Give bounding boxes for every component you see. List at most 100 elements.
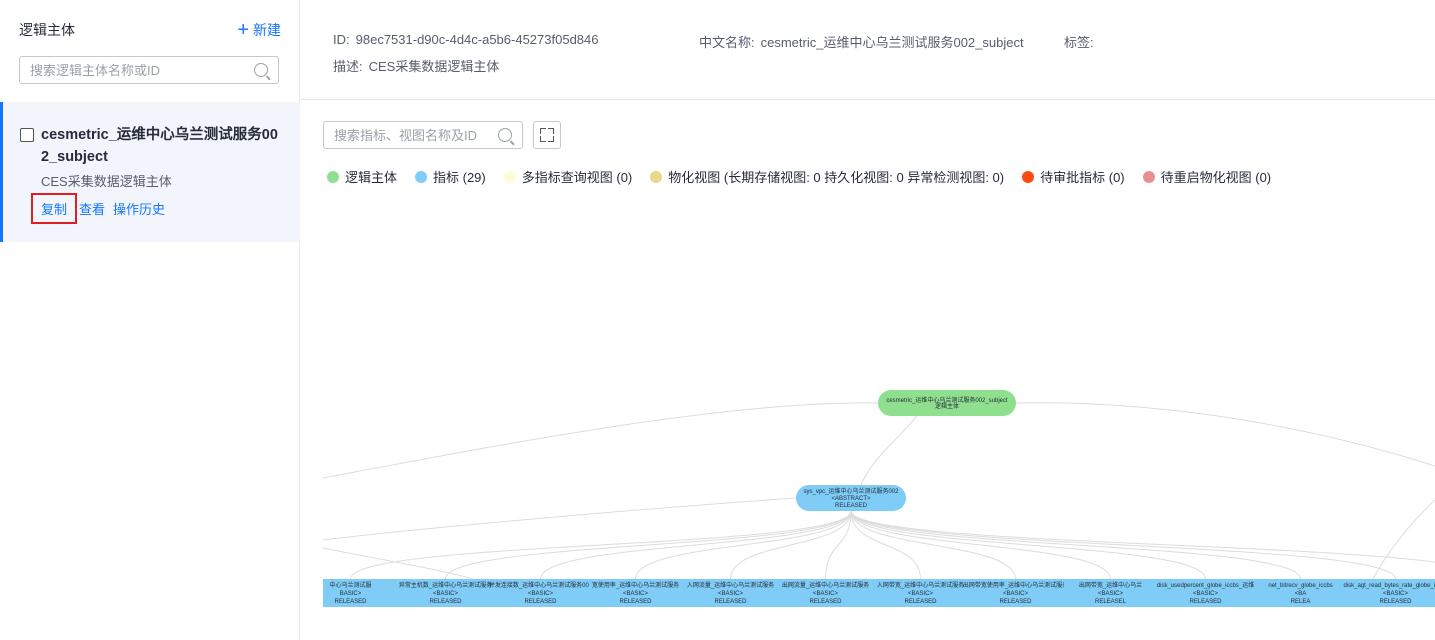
desc-value: CES采集数据逻辑主体 xyxy=(368,59,500,74)
metric-node[interactable]: 出网带宽_运维中心乌兰<BASIC>RELEASEL xyxy=(1064,579,1157,607)
metric-node-box[interactable] xyxy=(969,579,1062,607)
metric-node[interactable]: disk_usedpercent_globe_iccbs_运维<BASIC>RE… xyxy=(1157,579,1254,607)
metric-node-label: disk_agt_read_bytes_rate_globe_iccbs xyxy=(1343,583,1435,589)
abstract-node-label: RELEASED xyxy=(835,503,868,509)
legend-item[interactable]: 逻辑主体 xyxy=(327,167,397,186)
legend-item[interactable]: 物化视图 (长期存储视图: 0 持久化视图: 0 异常检测视图: 0) xyxy=(650,167,1004,186)
view-link[interactable]: 查看 xyxy=(79,201,106,217)
info-cn-name: 中文名称:cesmetric_运维中心乌兰测试服务002_subject xyxy=(699,32,1024,51)
metric-node-label: <BASIC> xyxy=(1098,591,1124,597)
info-desc: 描述:CES采集数据逻辑主体 xyxy=(333,56,499,75)
metric-node-label: RELEASEL xyxy=(1095,599,1127,605)
graph-edge xyxy=(850,510,1435,563)
subject-checkbox[interactable] xyxy=(20,128,34,142)
metric-node[interactable]: net_bitrecv_globe_iccbs <BA RELEA xyxy=(1254,579,1347,607)
metric-node-label: <BASIC> xyxy=(433,591,459,597)
graph-toolbar xyxy=(323,121,561,149)
graph-edge xyxy=(323,547,474,580)
metric-node[interactable]: 并发连接数_运维中心乌兰测试服务002<BASIC>RELEASED xyxy=(489,579,593,607)
metric-node-box[interactable] xyxy=(1064,579,1157,607)
metric-node[interactable]: 宽使用率_运维中心乌兰测试服务<BASIC>RELEASED xyxy=(589,579,682,607)
tag-label: 标签: xyxy=(1064,35,1094,50)
metric-node-label: RELEASED xyxy=(1379,599,1412,605)
sidebar-title: 逻辑主体 xyxy=(19,22,75,38)
metric-node-label: <BASIC> xyxy=(1383,591,1409,597)
metric-node-box[interactable] xyxy=(1349,579,1435,607)
legend-item[interactable]: 待审批指标 (0) xyxy=(1022,167,1125,186)
metric-node[interactable]: disk_agt_read_bytes_rate_globe_iccbs <BAS… xyxy=(1343,579,1435,607)
legend-label: 待重启物化视图 (0) xyxy=(1160,170,1272,185)
metric-node[interactable]: 出网带宽使用率_运维中心乌兰测试服务<BASIC>RELEASED xyxy=(963,579,1068,607)
metric-node-box[interactable] xyxy=(1159,579,1252,607)
metric-node-label: RELEASED xyxy=(714,599,747,605)
new-button[interactable]: + 新建 xyxy=(237,20,281,40)
metric-node-box[interactable] xyxy=(874,579,967,607)
metric-node-label: <BASIC> xyxy=(908,591,934,597)
metric-node-label: RELEASED xyxy=(809,599,842,605)
subject-root-node-box[interactable] xyxy=(878,390,1016,416)
metric-search-input[interactable] xyxy=(334,127,498,143)
metric-node[interactable]: 异常主机数_运维中心乌兰测试服务<BASIC>RELEASED xyxy=(399,579,492,607)
metric-node-box[interactable] xyxy=(1254,579,1347,607)
sidebar: 逻辑主体 + 新建 cesmetric_运维中心乌兰测试服务002_subjec… xyxy=(0,0,300,640)
metric-search xyxy=(323,121,523,149)
fullscreen-button[interactable] xyxy=(533,121,561,149)
graph-edge xyxy=(825,510,852,580)
graph-edge xyxy=(850,510,1016,580)
search-icon[interactable] xyxy=(254,63,268,77)
metric-node-label: <BASIC> xyxy=(718,591,744,597)
graph-edge xyxy=(850,510,921,580)
legend-item[interactable]: 待重启物化视图 (0) xyxy=(1142,167,1272,186)
metric-node-label: RELEA xyxy=(1291,599,1311,605)
metric-node-box[interactable] xyxy=(494,579,587,607)
legend-dot-icon xyxy=(415,170,428,183)
subject-info: ID:98ec7531-d90c-4d4c-a5b6-45273f05d846 … xyxy=(301,0,1435,100)
legend-label: 指标 (29) xyxy=(433,170,486,185)
search-icon[interactable] xyxy=(498,128,512,142)
metric-node-box[interactable] xyxy=(323,579,397,607)
legend-item[interactable]: 多指标查询视图 (0) xyxy=(503,167,632,186)
subject-list-item[interactable]: cesmetric_运维中心乌兰测试服务002_subject CES采集数据逻… xyxy=(0,102,300,242)
graph-edge xyxy=(850,510,1396,580)
cn-name-label: 中文名称: xyxy=(699,35,755,50)
lineage-graph-canvas[interactable]: 中心乌兰测试服BASIC>RELEASED异常主机数_运维中心乌兰测试服务<BA… xyxy=(323,200,1435,640)
sidebar-search-input[interactable] xyxy=(30,62,254,78)
legend-item[interactable]: 指标 (29) xyxy=(415,167,486,186)
metric-node-label: 入网流量_运维中心乌兰测试服务 xyxy=(687,581,774,589)
metric-node-box[interactable] xyxy=(684,579,777,607)
legend-label: 待审批指标 (0) xyxy=(1040,170,1125,185)
legend-label: 物化视图 (长期存储视图: 0 持久化视图: 0 异常检测视图: 0) xyxy=(668,170,1005,185)
metric-node-box[interactable] xyxy=(589,579,682,607)
metric-node-box[interactable] xyxy=(399,579,492,607)
metric-node-label: 中心乌兰测试服 xyxy=(329,581,371,589)
metric-node-label: 出网流量_运维中心乌兰测试服务 xyxy=(782,581,869,589)
subject-root-node-label: cesmetric_运维中心乌兰测试服务002_subject xyxy=(886,396,1008,404)
graph-edge xyxy=(730,510,852,580)
info-tag: 标签: xyxy=(1064,32,1094,51)
metric-node[interactable]: 出网流量_运维中心乌兰测试服务<BASIC>RELEASED xyxy=(779,579,872,607)
copy-link[interactable]: 复制 xyxy=(31,192,78,224)
metric-node-label: 入网带宽_运维中心乌兰测试服务 xyxy=(877,581,964,589)
metric-node-label: <BA xyxy=(1295,591,1307,597)
history-link[interactable]: 操作历史 xyxy=(113,201,166,217)
abstract-node[interactable]: sys_vpc_运维中心乌兰测试服务002<ABSTRACT>RELEASED xyxy=(796,485,906,511)
subject-name: cesmetric_运维中心乌兰测试服务002_subject xyxy=(41,127,278,165)
legend-dot-icon xyxy=(1142,170,1155,183)
abstract-node-box[interactable] xyxy=(796,485,906,511)
expand-icon xyxy=(540,128,546,134)
metric-node[interactable]: 入网带宽_运维中心乌兰测试服务 <BASIC> RELEASED xyxy=(874,579,967,607)
metric-node-label: RELEASED xyxy=(904,599,937,605)
plus-icon: + xyxy=(237,19,249,41)
subject-desc: CES采集数据逻辑主体 xyxy=(41,174,172,189)
metric-node-label: 宽使用率_运维中心乌兰测试服务 xyxy=(592,581,679,589)
graph-edge xyxy=(635,510,852,580)
graph-legend: 逻辑主体 指标 (29) 多指标查询视图 (0) 物化视图 (长期存储视图: 0 持久… xyxy=(327,167,1289,186)
legend-dot-icon xyxy=(650,170,663,183)
metric-node-box[interactable] xyxy=(779,579,872,607)
graph-edge xyxy=(350,510,852,580)
metric-node[interactable]: 入网流量_运维中心乌兰测试服务 <BASIC> RELEASED xyxy=(684,579,777,607)
metric-node-label: net_bitrecv_globe_iccbs xyxy=(1268,583,1332,589)
